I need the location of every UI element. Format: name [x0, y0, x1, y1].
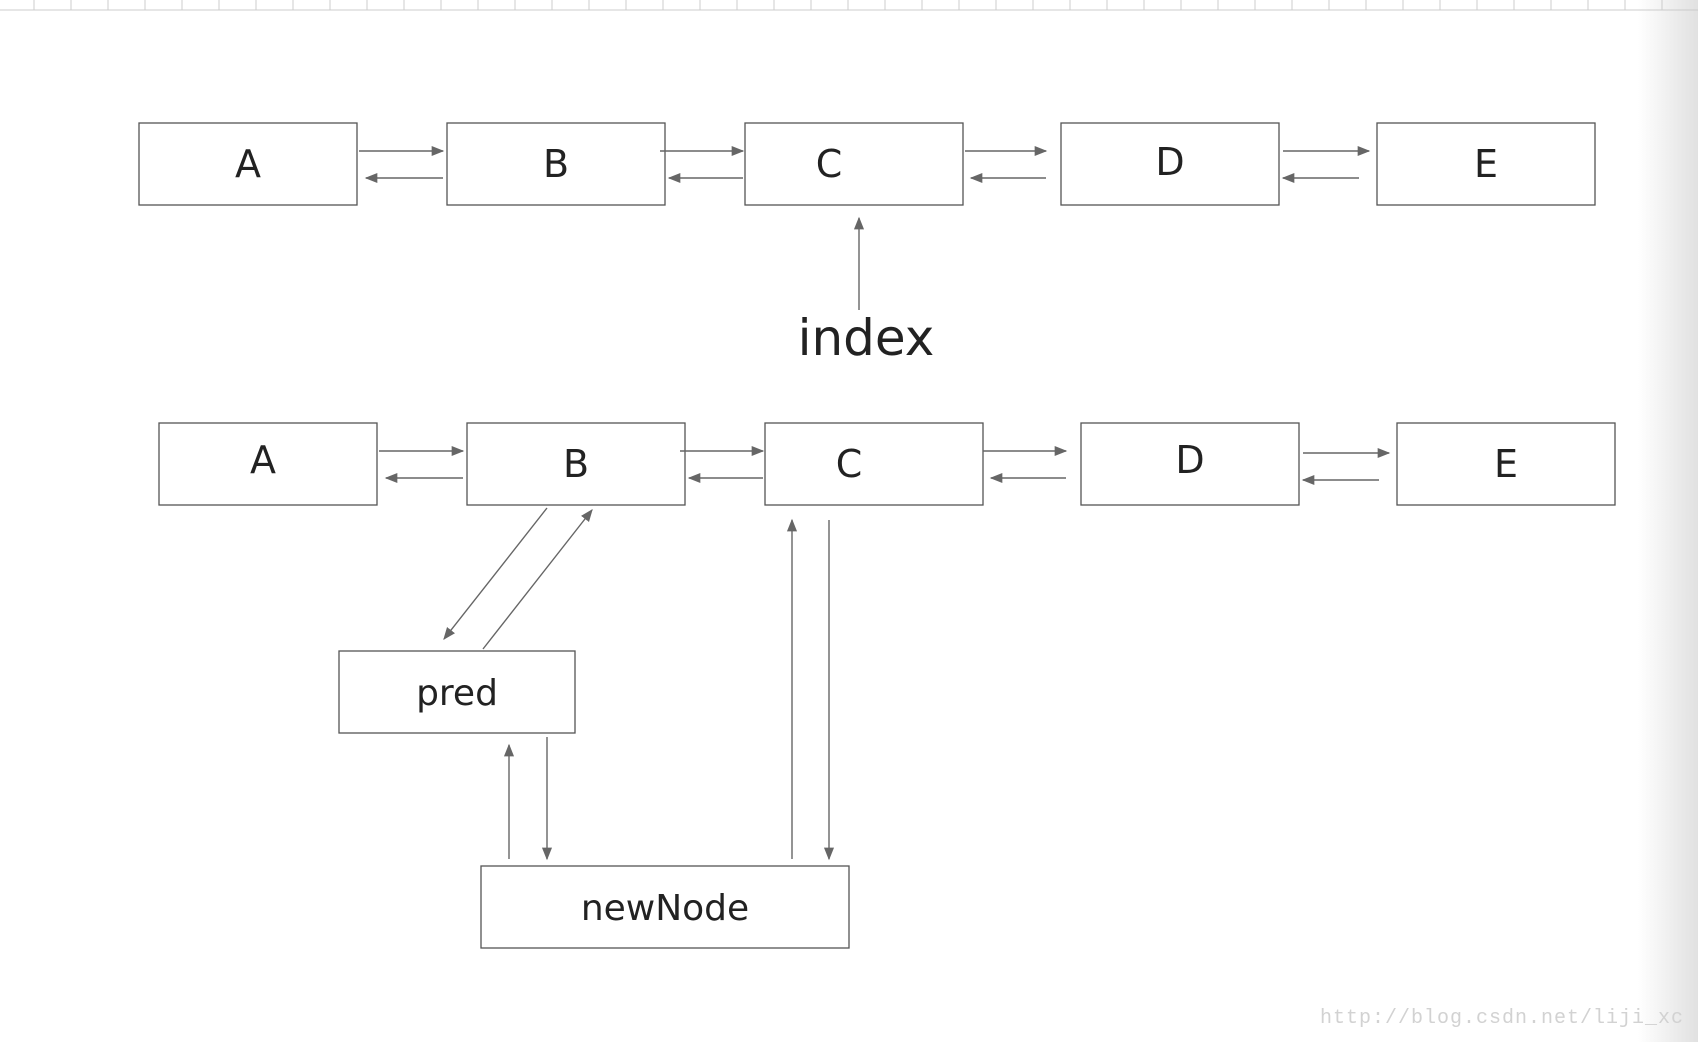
top-node-e-label: E	[1474, 142, 1498, 186]
bottom-node-b-label: B	[563, 442, 589, 486]
bottom-node-e: E	[1396, 422, 1616, 506]
bottom-node-d-label: D	[1175, 438, 1204, 482]
top-row-edges	[359, 145, 1371, 310]
edge-pred-to-b	[482, 509, 593, 650]
top-node-c: C	[744, 122, 964, 206]
bottom-node-b: B	[466, 422, 686, 506]
top-node-a-label: A	[235, 142, 261, 186]
watermark-text: http://blog.csdn.net/liji_xc	[1319, 1007, 1684, 1030]
bottom-row-edges	[379, 445, 1391, 486]
pred-label: pred	[416, 673, 498, 714]
insertion-edges	[443, 507, 835, 861]
new-node-label: newNode	[581, 888, 749, 929]
index-label: index	[798, 309, 935, 367]
bottom-node-c-label: C	[836, 442, 863, 486]
bottom-node-c: C	[764, 422, 984, 506]
top-node-b-label: B	[543, 142, 569, 186]
page-edge-shadow	[1638, 0, 1698, 1042]
top-node-c-label: C	[816, 142, 843, 186]
bottom-node-a: A	[158, 422, 378, 506]
top-node-a: A	[138, 122, 358, 206]
top-node-d-label: D	[1155, 140, 1184, 184]
top-ruler	[0, 0, 1698, 11]
top-node-d: D	[1060, 122, 1280, 206]
bottom-node-d: D	[1080, 422, 1300, 506]
edge-b-to-pred	[443, 507, 548, 640]
bottom-node-e-label: E	[1494, 442, 1518, 486]
top-node-b: B	[446, 122, 666, 206]
pred-node: pred	[338, 650, 576, 734]
top-node-e: E	[1376, 122, 1596, 206]
bottom-node-a-label: A	[250, 438, 276, 482]
new-node: newNode	[480, 865, 850, 949]
